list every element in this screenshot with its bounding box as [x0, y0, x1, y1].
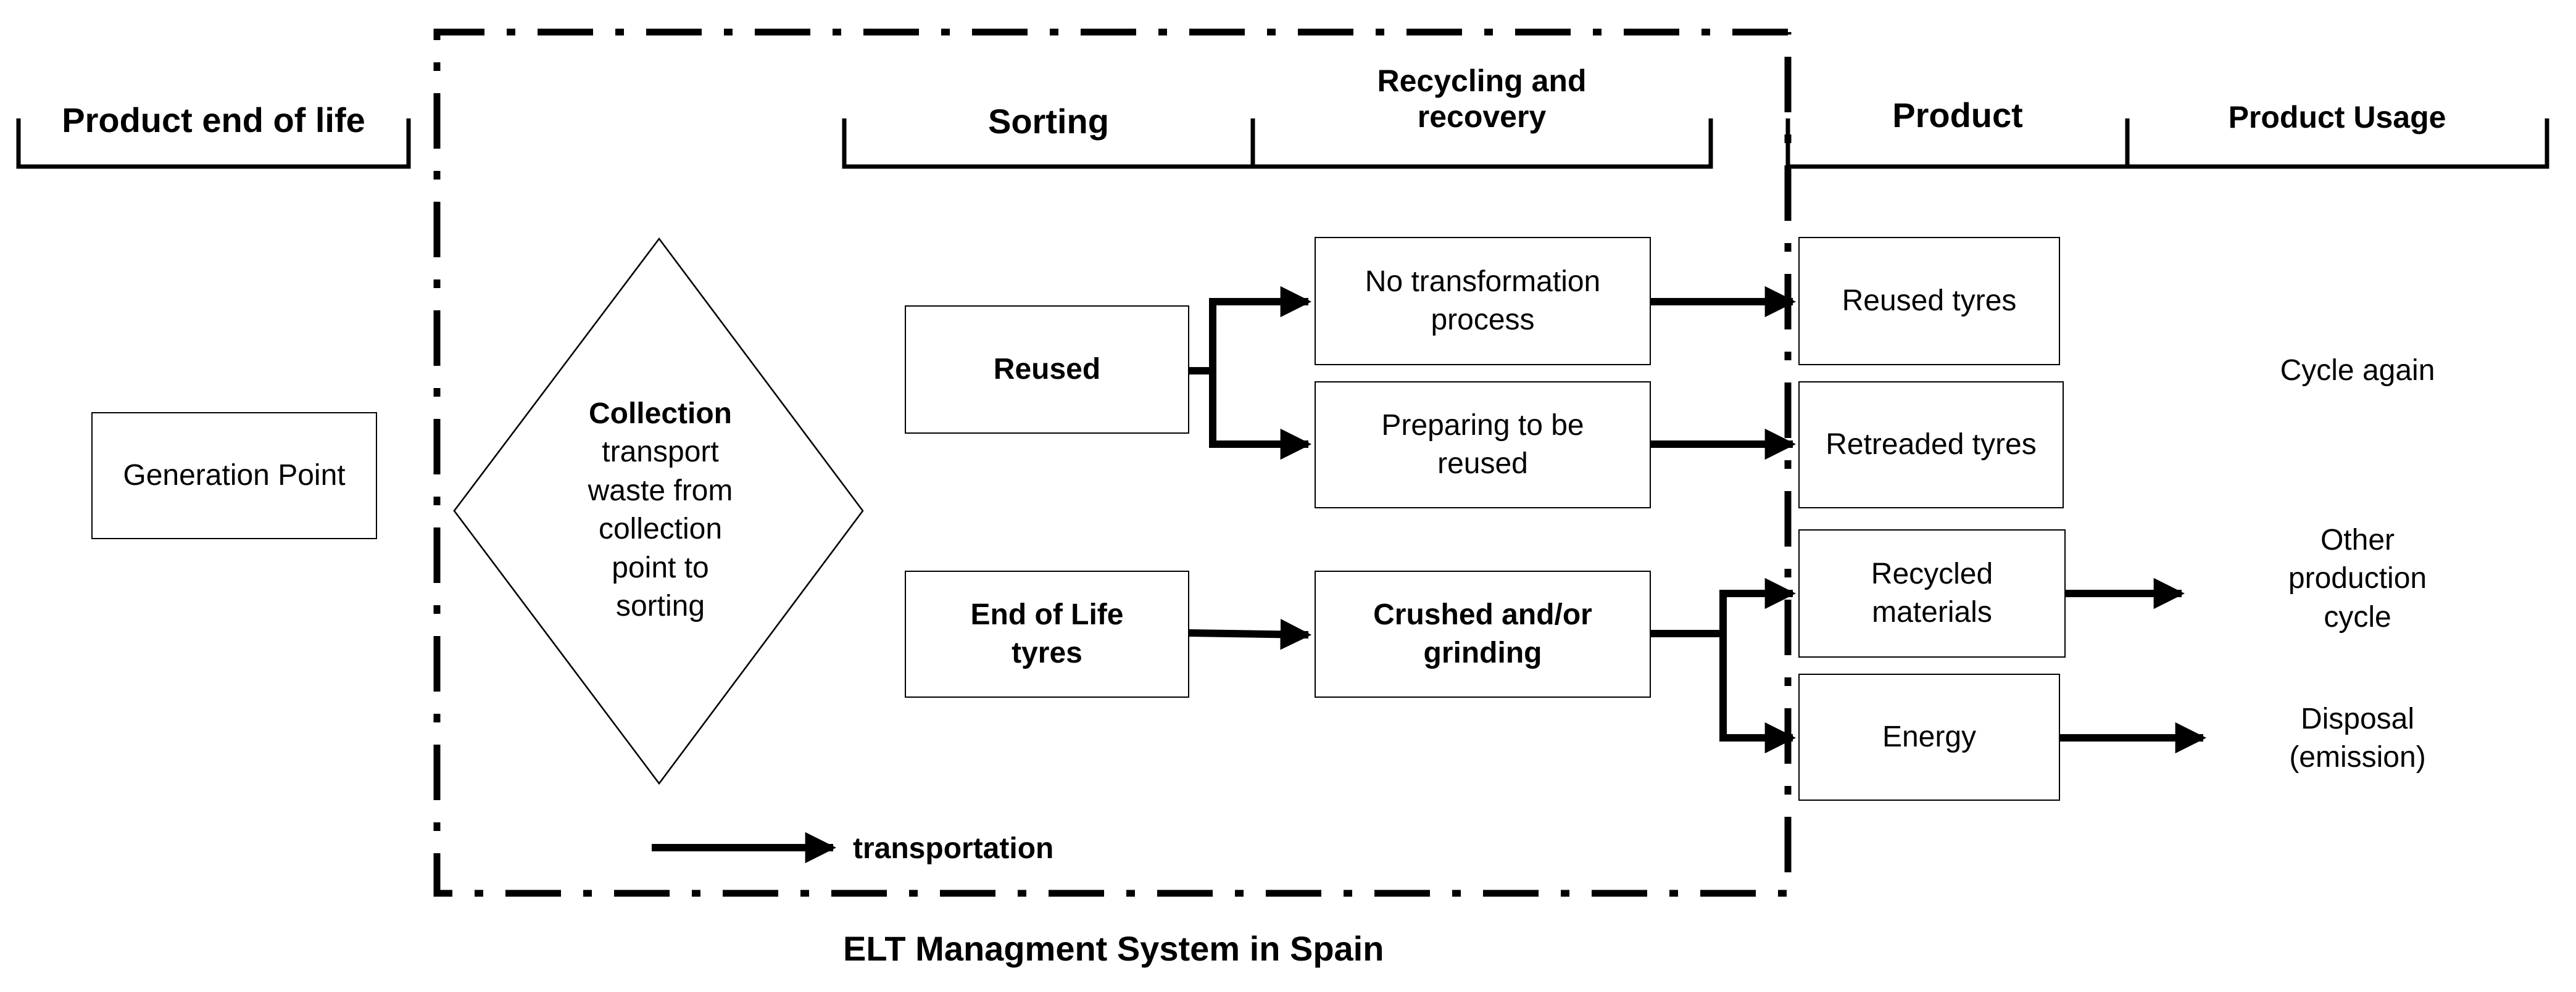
arrow-reused-to-preparing: [1209, 371, 1312, 460]
reused-tyres-box: Reused tyres: [1798, 237, 2060, 365]
preparing-label: Preparing to be reused: [1381, 408, 1584, 480]
header-bracket-end-of-life: [16, 118, 411, 169]
recycled-materials-label: Recycled materials: [1871, 557, 1993, 629]
header-bracket-sorting-recycling: [842, 118, 1713, 169]
no-transformation-label: No transformation process: [1365, 265, 1601, 336]
arrow-crushed-to-recycled: [1651, 577, 1797, 637]
legend-transportation-label: transportation: [853, 832, 1054, 865]
retreaded-tyres-box: Retreaded tyres: [1798, 381, 2064, 508]
disposal-text: Disposal (emission): [2289, 703, 2426, 774]
retreaded-tyres-label: Retreaded tyres: [1826, 428, 2037, 461]
collection-diamond: [453, 237, 864, 785]
header-product-end-of-life: Product end of life: [62, 101, 365, 139]
no-transformation-box: No transformation process: [1315, 237, 1651, 365]
header-recycling-and-recovery: Recycling and recovery: [1253, 64, 1711, 134]
reused-label: Reused: [993, 352, 1101, 386]
collection-title: Collection: [588, 397, 732, 430]
generation-point-box: Generation Point: [91, 412, 377, 539]
header-sorting: Sorting: [988, 102, 1109, 141]
diagram-caption: ELT Managment System in Spain: [843, 929, 1384, 968]
crushed-box: Crushed and/or grinding: [1315, 571, 1651, 698]
reused-tyres-label: Reused tyres: [1842, 284, 2017, 317]
other-production-text: Other production cycle: [2288, 524, 2427, 634]
energy-box: Energy: [1798, 674, 2060, 801]
header-product: Product: [1892, 96, 2023, 134]
end-of-life-tyres-box: End of Life tyres: [905, 571, 1189, 698]
arrow-crushed-to-energy: [1719, 634, 1797, 754]
cycle-again-text: Cycle again: [2280, 354, 2435, 387]
header-recycling-text: Recycling and recovery: [1377, 64, 1587, 134]
collection-text: Collection transport waste from collecti…: [543, 395, 778, 626]
reused-box: Reused: [905, 305, 1189, 434]
arrow-end-of-life-to-crushed: [1189, 619, 1312, 650]
end-of-life-tyres-label: End of Life tyres: [970, 598, 1124, 669]
header-product-usage: Product Usage: [2228, 100, 2446, 134]
crushed-label: Crushed and/or grinding: [1373, 598, 1592, 669]
recycled-materials-box: Recycled materials: [1798, 529, 2066, 658]
energy-label: Energy: [1882, 720, 1977, 753]
preparing-box: Preparing to be reused: [1315, 381, 1651, 508]
collection-description: transport waste from collection point to…: [588, 436, 733, 622]
generation-point-label: Generation Point: [123, 458, 346, 492]
arrow-reused-to-no-transformation: [1189, 286, 1312, 374]
